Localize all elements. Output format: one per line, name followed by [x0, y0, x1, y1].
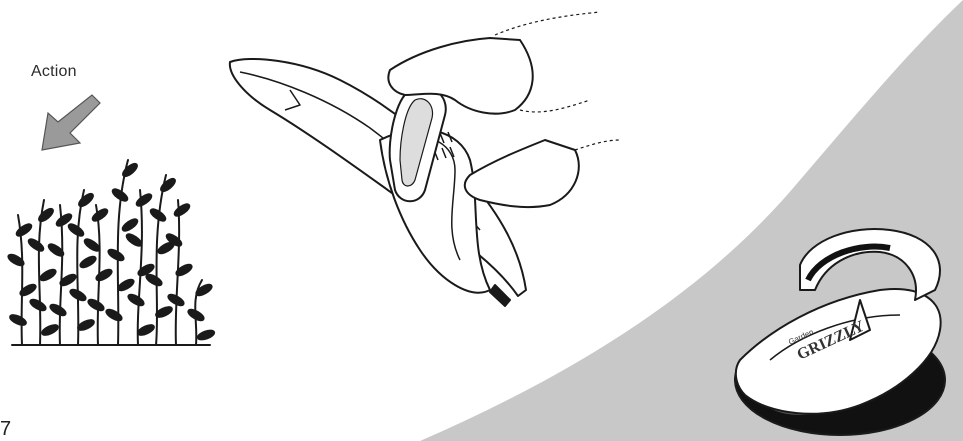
hedge-shrub-icon: [8, 160, 215, 345]
hedge-trimmer-in-hands-icon: [230, 12, 620, 306]
action-label: Action: [31, 63, 77, 81]
down-left-arrow-icon: [42, 95, 100, 150]
page-number: 7: [0, 418, 11, 441]
